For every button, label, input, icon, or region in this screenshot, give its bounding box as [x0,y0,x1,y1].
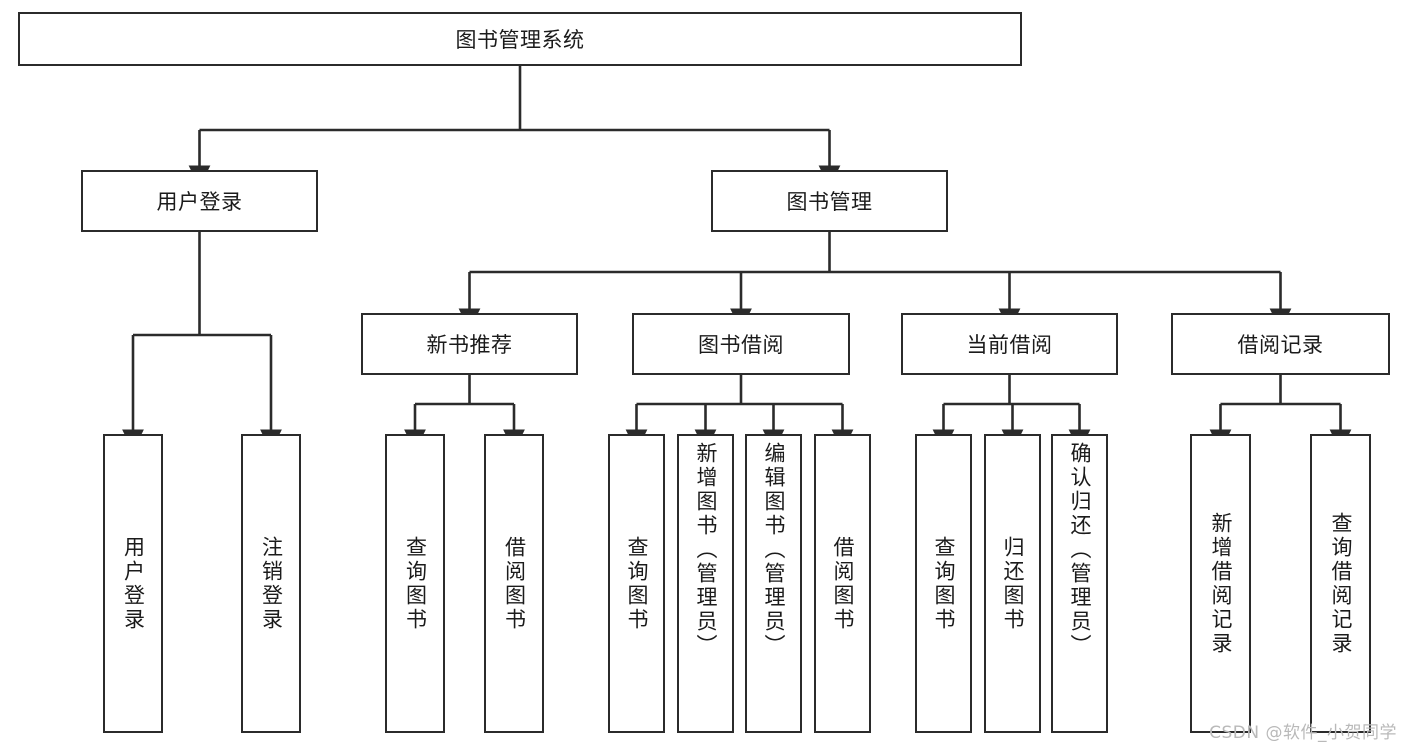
node-label-borrow-record: 借阅记录 [1237,333,1324,357]
node-label-user-login: 用户登录 [156,190,243,214]
node-borrow-record[interactable]: 借阅记录 [1171,313,1390,375]
node-leaf-query-book-1[interactable]: 查询图书 [385,434,445,733]
node-label-leaf-borrow-book-1: 借阅图书 [502,535,527,632]
node-label-leaf-edit-book-admin: 编辑图书（管理员） [762,442,786,658]
node-label-new-book-recommend: 新书推荐 [426,333,513,357]
node-leaf-return-book[interactable]: 归还图书 [984,434,1041,733]
node-label-leaf-query-book-1: 查询图书 [403,535,428,632]
node-current-borrow[interactable]: 当前借阅 [901,313,1118,375]
node-label-leaf-query-book-2: 查询图书 [625,535,649,632]
node-label-leaf-add-book-admin: 新增图书（管理员） [694,442,718,658]
node-user-login[interactable]: 用户登录 [81,170,318,232]
node-label-leaf-user-login: 用户登录 [121,535,146,632]
node-leaf-user-login[interactable]: 用户登录 [103,434,163,733]
node-label-leaf-borrow-book-2: 借阅图书 [831,535,855,632]
node-label-leaf-query-book-3: 查询图书 [932,535,956,632]
node-label-current-borrow: 当前借阅 [966,333,1053,357]
node-leaf-borrow-book-2[interactable]: 借阅图书 [814,434,871,733]
node-book-management[interactable]: 图书管理 [711,170,948,232]
node-root[interactable]: 图书管理系统 [18,12,1022,66]
node-new-book-recommend[interactable]: 新书推荐 [361,313,578,375]
node-label-leaf-confirm-return: 确认归还（管理员） [1068,442,1092,658]
node-label-book-borrow: 图书借阅 [698,333,784,357]
node-leaf-add-book-admin[interactable]: 新增图书（管理员） [677,434,734,733]
node-label-book-management: 图书管理 [786,190,873,214]
node-leaf-query-book-3[interactable]: 查询图书 [915,434,972,733]
node-leaf-logout[interactable]: 注销登录 [241,434,301,733]
node-label-leaf-logout: 注销登录 [259,535,284,632]
node-leaf-query-record[interactable]: 查询借阅记录 [1310,434,1371,733]
node-book-borrow[interactable]: 图书借阅 [632,313,850,375]
node-leaf-add-record[interactable]: 新增借阅记录 [1190,434,1251,733]
node-leaf-borrow-book-1[interactable]: 借阅图书 [484,434,544,733]
node-label-leaf-return-book: 归还图书 [1001,535,1025,632]
node-leaf-edit-book-admin[interactable]: 编辑图书（管理员） [745,434,802,733]
node-leaf-confirm-return[interactable]: 确认归还（管理员） [1051,434,1108,733]
node-leaf-query-book-2[interactable]: 查询图书 [608,434,665,733]
node-label-leaf-query-record: 查询借阅记录 [1329,511,1353,656]
node-label-leaf-add-record: 新增借阅记录 [1209,511,1233,656]
node-label-root: 图书管理系统 [455,28,585,52]
